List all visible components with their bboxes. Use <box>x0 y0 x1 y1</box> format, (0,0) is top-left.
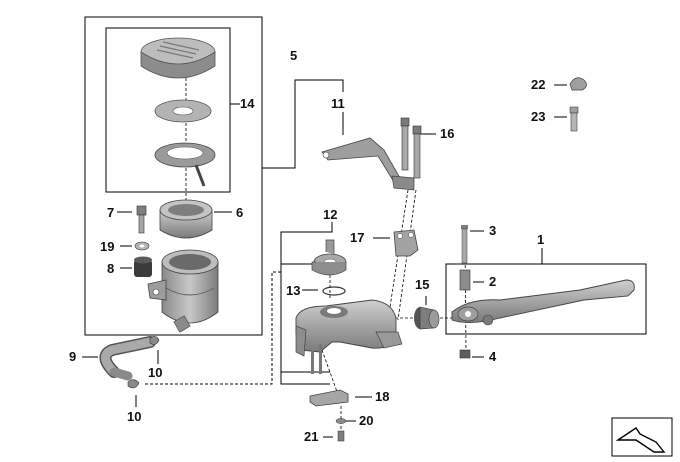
reservoir-body <box>147 249 219 333</box>
bushing-2 <box>459 269 471 291</box>
callout-leaders <box>82 84 567 438</box>
frame-lines <box>84 16 647 385</box>
rubber-diaphragm <box>154 142 216 187</box>
bleeder-23 <box>569 106 579 132</box>
clamp-17 <box>393 229 419 257</box>
callout-11: 11 <box>331 96 345 111</box>
callout-5: 5 <box>290 48 298 63</box>
assembly-box-14 <box>105 27 231 193</box>
bolts-16 <box>400 117 422 179</box>
small-screws <box>311 344 322 374</box>
callout-3: 3 <box>489 223 497 238</box>
callout-6: 6 <box>236 205 244 220</box>
pivot-pin-3 <box>461 225 468 264</box>
assembly-box-5 <box>84 16 263 336</box>
callout-1: 1 <box>537 232 545 247</box>
arrow-icon <box>611 417 673 457</box>
washer-19 <box>134 241 150 251</box>
screw-7 <box>136 205 147 234</box>
banjo-fitting-12 <box>311 239 347 276</box>
callout-21: 21 <box>304 429 319 444</box>
callout-17: 17 <box>350 230 365 245</box>
callout-16: 16 <box>440 126 455 141</box>
reservoir-insert <box>159 199 213 239</box>
callout-13: 13 <box>286 283 301 298</box>
callout-15: 15 <box>415 277 430 292</box>
master-cylinder-body <box>295 299 403 357</box>
callout-10b: 10 <box>127 409 142 424</box>
hose-clip-10a <box>149 336 160 345</box>
washer-20 <box>335 418 347 424</box>
clip-22 <box>569 77 587 91</box>
reservoir-cap <box>140 37 216 79</box>
callout-20: 20 <box>359 413 374 428</box>
nut-4 <box>459 349 471 359</box>
callout-7: 7 <box>107 205 115 220</box>
o-ring-13 <box>322 286 346 296</box>
grommet-8 <box>134 256 152 277</box>
diaphragm-plate <box>154 99 212 123</box>
callout-18: 18 <box>375 389 390 404</box>
dust-boot-15 <box>414 306 440 330</box>
callout-2: 2 <box>489 274 497 289</box>
brake-lever-1 <box>451 279 635 326</box>
callout-9: 9 <box>69 349 77 364</box>
hose-9 <box>99 336 156 381</box>
callout-8: 8 <box>107 261 115 276</box>
callout-14: 14 <box>240 96 255 111</box>
callout-4: 4 <box>489 349 497 364</box>
switch-18 <box>309 389 349 407</box>
callout-12: 12 <box>323 207 338 222</box>
hose-clip-10b <box>127 379 140 389</box>
callout-10a: 10 <box>148 365 163 380</box>
screw-21 <box>337 430 345 442</box>
assembly-box-1 <box>445 263 647 335</box>
callout-22: 22 <box>531 77 546 92</box>
callout-19: 19 <box>100 239 115 254</box>
callout-23: 23 <box>531 109 546 124</box>
bracket-11 <box>321 137 415 191</box>
